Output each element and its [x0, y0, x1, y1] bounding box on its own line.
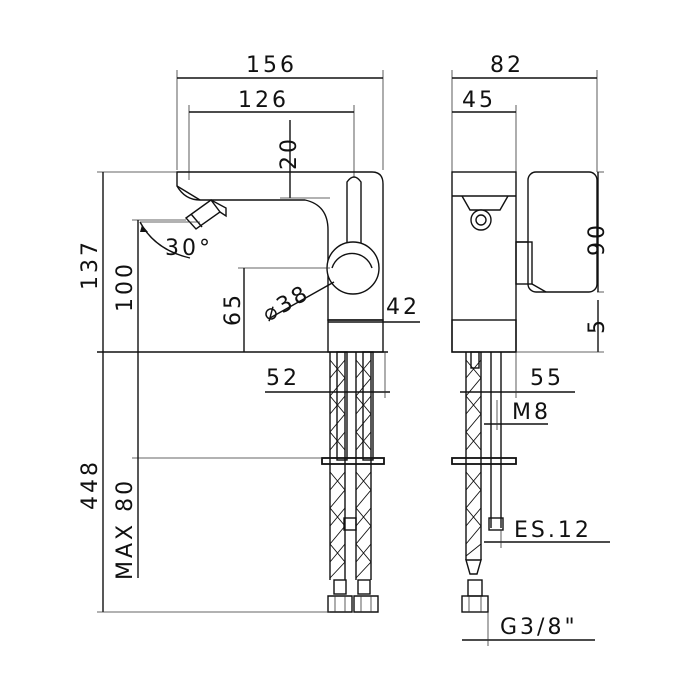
- dim-5: 5: [516, 300, 610, 353]
- dim-55-label: 55: [530, 366, 564, 391]
- front-supply-pipes: [321, 351, 385, 613]
- dim-100-label: 100: [113, 261, 138, 312]
- dim-30-label: 30°: [165, 236, 213, 261]
- dim-42: 42: [328, 295, 420, 323]
- dim-90: 90: [585, 171, 610, 293]
- dim-65: 65: [221, 267, 330, 352]
- dim-g38-label: G3/8": [500, 615, 578, 640]
- front-faucet-body: [176, 171, 384, 353]
- dim-max-80: MAX 80: [113, 352, 322, 580]
- dim-52-label: 52: [266, 366, 300, 391]
- dim-137-label: 137: [78, 239, 103, 290]
- dim-126-label: 126: [238, 88, 289, 113]
- dim-es12: ES.12: [484, 518, 610, 548]
- dim-156: 156: [176, 53, 384, 170]
- side-supply-pipes: [451, 351, 517, 613]
- dim-90-label: 90: [585, 222, 610, 256]
- dim-20-label: 20: [277, 136, 302, 170]
- dim-20: 20: [277, 120, 330, 199]
- dim-diameter-38: ⌀38: [259, 280, 335, 327]
- dim-es12-label: ES.12: [514, 518, 592, 543]
- dim-38-label: ⌀38: [259, 280, 315, 327]
- dim-156-label: 156: [246, 53, 297, 78]
- dim-126: 126: [188, 88, 355, 180]
- dim-max-80-label: MAX 80: [113, 478, 138, 580]
- spout-aerator: [184, 199, 227, 230]
- dim-82: 82: [451, 53, 598, 172]
- dim-5-label: 5: [585, 317, 610, 334]
- dim-30deg: 30°: [139, 221, 213, 261]
- dim-137: 137: [78, 171, 177, 352]
- dim-42-label: 42: [386, 295, 420, 320]
- dim-82-label: 82: [490, 53, 524, 78]
- dim-45: 45: [452, 88, 517, 172]
- dim-448-label: 448: [78, 459, 103, 510]
- dim-m8-label: M8: [512, 400, 551, 425]
- dim-100: 100: [113, 219, 186, 352]
- dim-45-label: 45: [462, 88, 496, 113]
- dim-m8: M8: [484, 400, 551, 430]
- dim-65-label: 65: [221, 292, 246, 326]
- dim-g38: G3/8": [462, 612, 595, 646]
- dim-55: 55: [460, 352, 575, 398]
- side-faucet-body: [451, 171, 598, 353]
- dim-448: 448: [78, 352, 330, 613]
